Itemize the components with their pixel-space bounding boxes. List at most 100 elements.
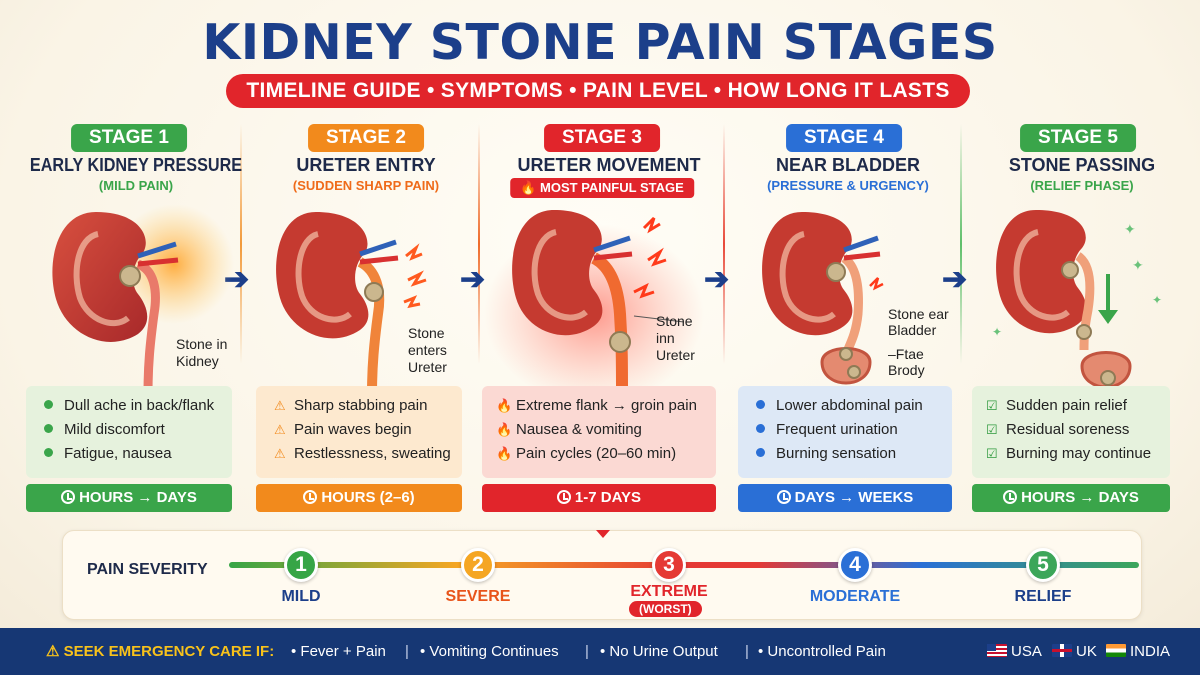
duration-badge: HOURS → DAYS [26, 484, 232, 512]
severity-node: 4 [838, 548, 872, 582]
kidney-illustration [762, 212, 884, 385]
symptom-list: ⚠Sharp stabbing pain ⚠Pain waves begin ⚠… [256, 386, 462, 478]
severity-node: 1 [284, 548, 318, 582]
fire-icon: 🔥 [496, 446, 513, 461]
stage-5-card: STAGE 5 STONE PASSING (RELIEF PHASE) ✦ ✦… [972, 122, 1192, 522]
severity-label: EXTREME [630, 583, 708, 600]
svg-text:✦: ✦ [992, 325, 1002, 339]
symptom-item: Dull ache in back/flank [44, 394, 232, 418]
kidney-illustration [52, 204, 234, 394]
region-india: INDIA [1106, 628, 1170, 675]
bullet-dot-icon [756, 442, 776, 466]
bullet-dot-icon [44, 442, 64, 466]
duration-badge: 1-7 DAYS [482, 484, 716, 512]
symptom-list: ☑Sudden pain relief ☑Residual soreness ☑… [972, 386, 1170, 478]
kidney-illustration: ✦ ✦ ✦ ✦ [992, 210, 1162, 389]
stage-divider [478, 124, 480, 364]
symptom-item: 🔥Extreme flank → groin pain [496, 394, 716, 418]
emergency-item: • Fever + Pain [291, 643, 386, 660]
arrow-right-icon: ➔ [460, 263, 486, 296]
warning-icon: ⚠ [274, 398, 286, 413]
stage-divider [960, 124, 962, 364]
region-usa: USA [987, 628, 1042, 675]
symptom-list: 🔥Extreme flank → groin pain 🔥Nausea & vo… [482, 386, 716, 478]
symptom-item: ⚠Pain waves begin [274, 418, 462, 442]
severity-label: RELIEF [1014, 588, 1072, 605]
stage-name: URETER MOVEMENT [517, 155, 701, 175]
stage-badge: STAGE 1 [71, 124, 187, 152]
separator: | [405, 643, 409, 660]
fire-icon: 🔥 [496, 398, 513, 413]
stage-divider [240, 124, 242, 364]
stage-3-card: STAGE 3 URETER MOVEMENT 🔥 MOST PAINFUL S… [482, 122, 716, 522]
clock-icon [776, 490, 791, 504]
most-painful-badge: 🔥 MOST PAINFUL STAGE [510, 178, 694, 198]
symptom-item: Lower abdominal pain [756, 394, 952, 418]
illustration-label: Stone in Kidney [176, 336, 228, 369]
severity-node: 3 [652, 548, 686, 582]
symptom-item: Burning sensation [756, 442, 952, 466]
severity-node: 2 [461, 548, 495, 582]
severity-label: MODERATE [809, 588, 901, 605]
symptom-list: Dull ache in back/flank Mild discomfort … [26, 386, 232, 478]
symptom-item: ☑Residual soreness [986, 418, 1170, 442]
emergency-footer: ⚠ SEEK EMERGENCY CARE IF: • Fever + Pain… [0, 628, 1200, 675]
page-title: KIDNEY STONE PAIN STAGES [202, 14, 998, 71]
stage-2-card: STAGE 2 URETER ENTRY (SUDDEN SHARP PAIN)… [256, 122, 476, 522]
warning-icon: ⚠ [274, 446, 286, 461]
illustration-label: Stone inn Ureter [656, 313, 695, 363]
subtitle-banner: TIMELINE GUIDE • SYMPTOMS • PAIN LEVEL •… [226, 74, 970, 108]
severity-node: 5 [1026, 548, 1060, 582]
symptom-item: ☑Sudden pain relief [986, 394, 1170, 418]
stage-subtitle: (SUDDEN SHARP PAIN) [292, 178, 440, 193]
kidney-illustration [276, 212, 427, 394]
clock-icon [303, 490, 318, 504]
checkbox-icon: ☑ [986, 398, 998, 413]
separator: | [745, 643, 749, 660]
stage-subtitle: (PRESSURE & URGENCY) [767, 178, 929, 193]
stage-name: EARLY KIDNEY PRESSURE [29, 155, 243, 175]
symptom-item: ⚠Restlessness, sweating [274, 442, 462, 466]
stage-name: URETER ENTRY [296, 155, 436, 175]
symptom-item: ☑Burning may continue [986, 442, 1170, 466]
bullet-dot-icon [756, 394, 776, 418]
severity-label: MILD [281, 588, 321, 605]
svg-text:✦: ✦ [1124, 221, 1136, 237]
severity-label: SEVERE [445, 588, 511, 605]
stage-badge: STAGE 4 [786, 124, 902, 152]
separator: | [585, 643, 589, 660]
checkbox-icon: ☑ [986, 422, 998, 437]
illustration-label: Stone ear Bladder –Ftae Brody [888, 306, 949, 378]
symptom-item: 🔥Nausea & vomiting [496, 418, 716, 442]
arrow-right-icon: ➔ [704, 263, 730, 296]
clock-icon [61, 490, 76, 504]
stage-subtitle: (RELIEF PHASE) [1030, 178, 1134, 193]
svg-text:✦: ✦ [1132, 257, 1144, 273]
severity-title: PAIN SEVERITY [87, 561, 208, 578]
india-flag-icon [1106, 644, 1126, 657]
stage-name: NEAR BLADDER [776, 155, 920, 175]
usa-flag-icon [987, 644, 1007, 657]
svg-text:✦: ✦ [1152, 293, 1162, 307]
region-uk: UK [1052, 628, 1097, 675]
fire-icon: 🔥 [496, 422, 513, 437]
emergency-item: • Vomiting Continues [420, 643, 559, 660]
warning-icon: ⚠ [274, 422, 286, 437]
emergency-warning: ⚠ SEEK EMERGENCY CARE IF: [46, 643, 275, 660]
symptom-item: Fatigue, nausea [44, 442, 232, 466]
uk-flag-icon [1052, 644, 1072, 657]
stage-badge: STAGE 2 [308, 124, 424, 152]
worst-badge: (WORST) [629, 601, 702, 617]
emergency-item: • Uncontrolled Pain [758, 643, 886, 660]
symptom-item: 🔥Pain cycles (20–60 min) [496, 442, 716, 466]
stage-subtitle: (MILD PAIN) [98, 178, 174, 193]
stage-1-card: STAGE 1 EARLY KIDNEY PRESSURE (MILD PAIN… [26, 122, 246, 522]
duration-badge: HOURS → DAYS [972, 484, 1170, 512]
arrow-right-icon: ➔ [942, 263, 968, 296]
illustration-label: Stone enters Ureter [408, 325, 447, 375]
stage-divider [723, 124, 725, 364]
bullet-dot-icon [44, 394, 64, 418]
stage-name: STONE PASSING [1008, 155, 1156, 175]
bullet-dot-icon [44, 418, 64, 442]
stage-badge: STAGE 3 [544, 124, 660, 152]
